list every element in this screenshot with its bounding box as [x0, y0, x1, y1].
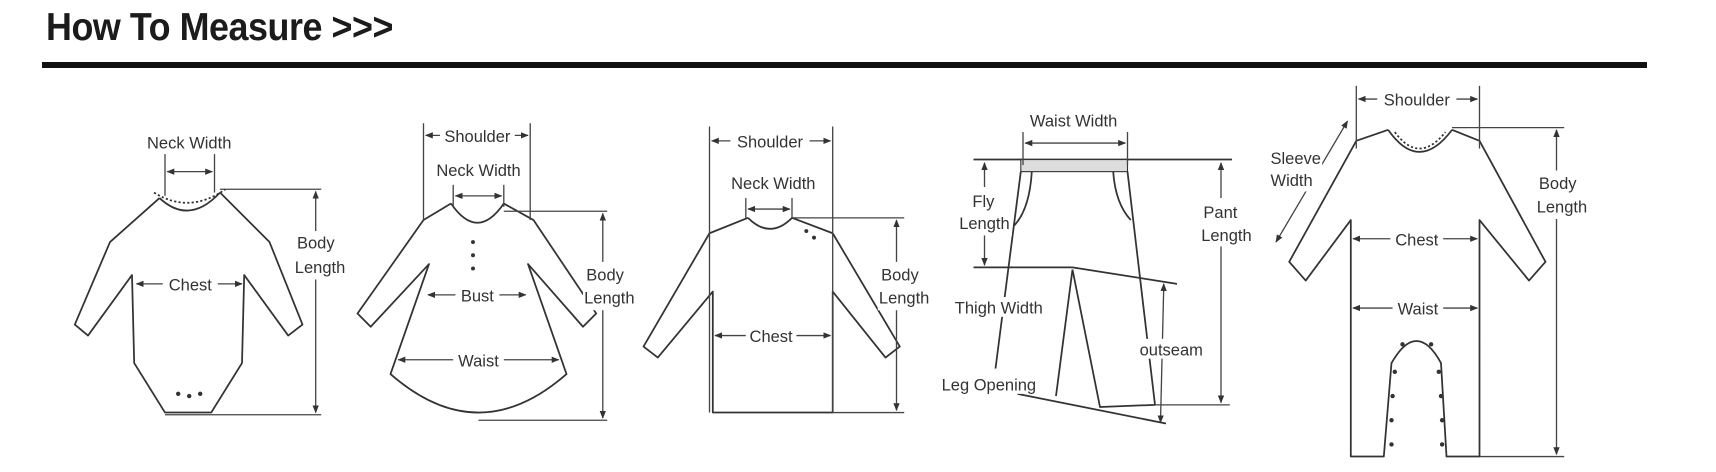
- pant-label: Pant: [1203, 204, 1237, 222]
- length-label: Length: [584, 290, 634, 308]
- leg-opening-label: Leg Opening: [942, 377, 1037, 395]
- chest-label: Chest: [169, 276, 213, 294]
- neck-width-label: Neck Width: [147, 135, 231, 153]
- body-label: Body: [881, 267, 919, 285]
- sleeve-label: Sleeve: [1271, 150, 1321, 168]
- outseam-label: outseam: [1140, 341, 1203, 359]
- length-label: Length: [1537, 198, 1587, 216]
- shoulder-label: Shoulder: [737, 133, 804, 151]
- fly-label: Fly: [972, 193, 995, 211]
- bodysuit-figure: Neck Width Chest Body Length: [73, 135, 350, 416]
- page-title: How To Measure >>>: [46, 6, 393, 49]
- shoulder-label: Shoulder: [1384, 92, 1451, 110]
- pants-figure: Waist Width Fly Length Pant Length outse…: [939, 113, 1257, 425]
- waist-label: Waist: [458, 352, 499, 370]
- sleeve-width-label: Width: [1271, 172, 1313, 190]
- body-label: Body: [1539, 175, 1577, 193]
- romper-figure: Shoulder Sleeve Width Chest Waist Body L…: [1265, 85, 1598, 458]
- body-label: Body: [586, 267, 624, 285]
- title-divider: [42, 62, 1647, 68]
- chest-label: Chest: [750, 328, 794, 346]
- length-label: Length: [295, 259, 345, 277]
- bust-label: Bust: [461, 287, 494, 305]
- neck-width-label: Neck Width: [731, 175, 815, 193]
- sweater-figure: Shoulder Neck Width Chest Body Length: [642, 126, 940, 414]
- length-label: Length: [879, 290, 929, 308]
- body-label: Body: [297, 235, 335, 253]
- chest-label: Chest: [1395, 231, 1439, 249]
- dress-figure: Shoulder Neck Width Bust Waist Body Leng…: [356, 123, 641, 421]
- fly-length-label: Length: [959, 215, 1009, 233]
- shoulder-label: Shoulder: [444, 128, 511, 146]
- waist-label: Waist: [1398, 301, 1439, 319]
- neck-width-label: Neck Width: [436, 162, 520, 180]
- pant-length-label: Length: [1201, 227, 1251, 245]
- waist-width-label: Waist Width: [1030, 113, 1117, 131]
- thigh-width-label: Thigh Width: [955, 300, 1043, 318]
